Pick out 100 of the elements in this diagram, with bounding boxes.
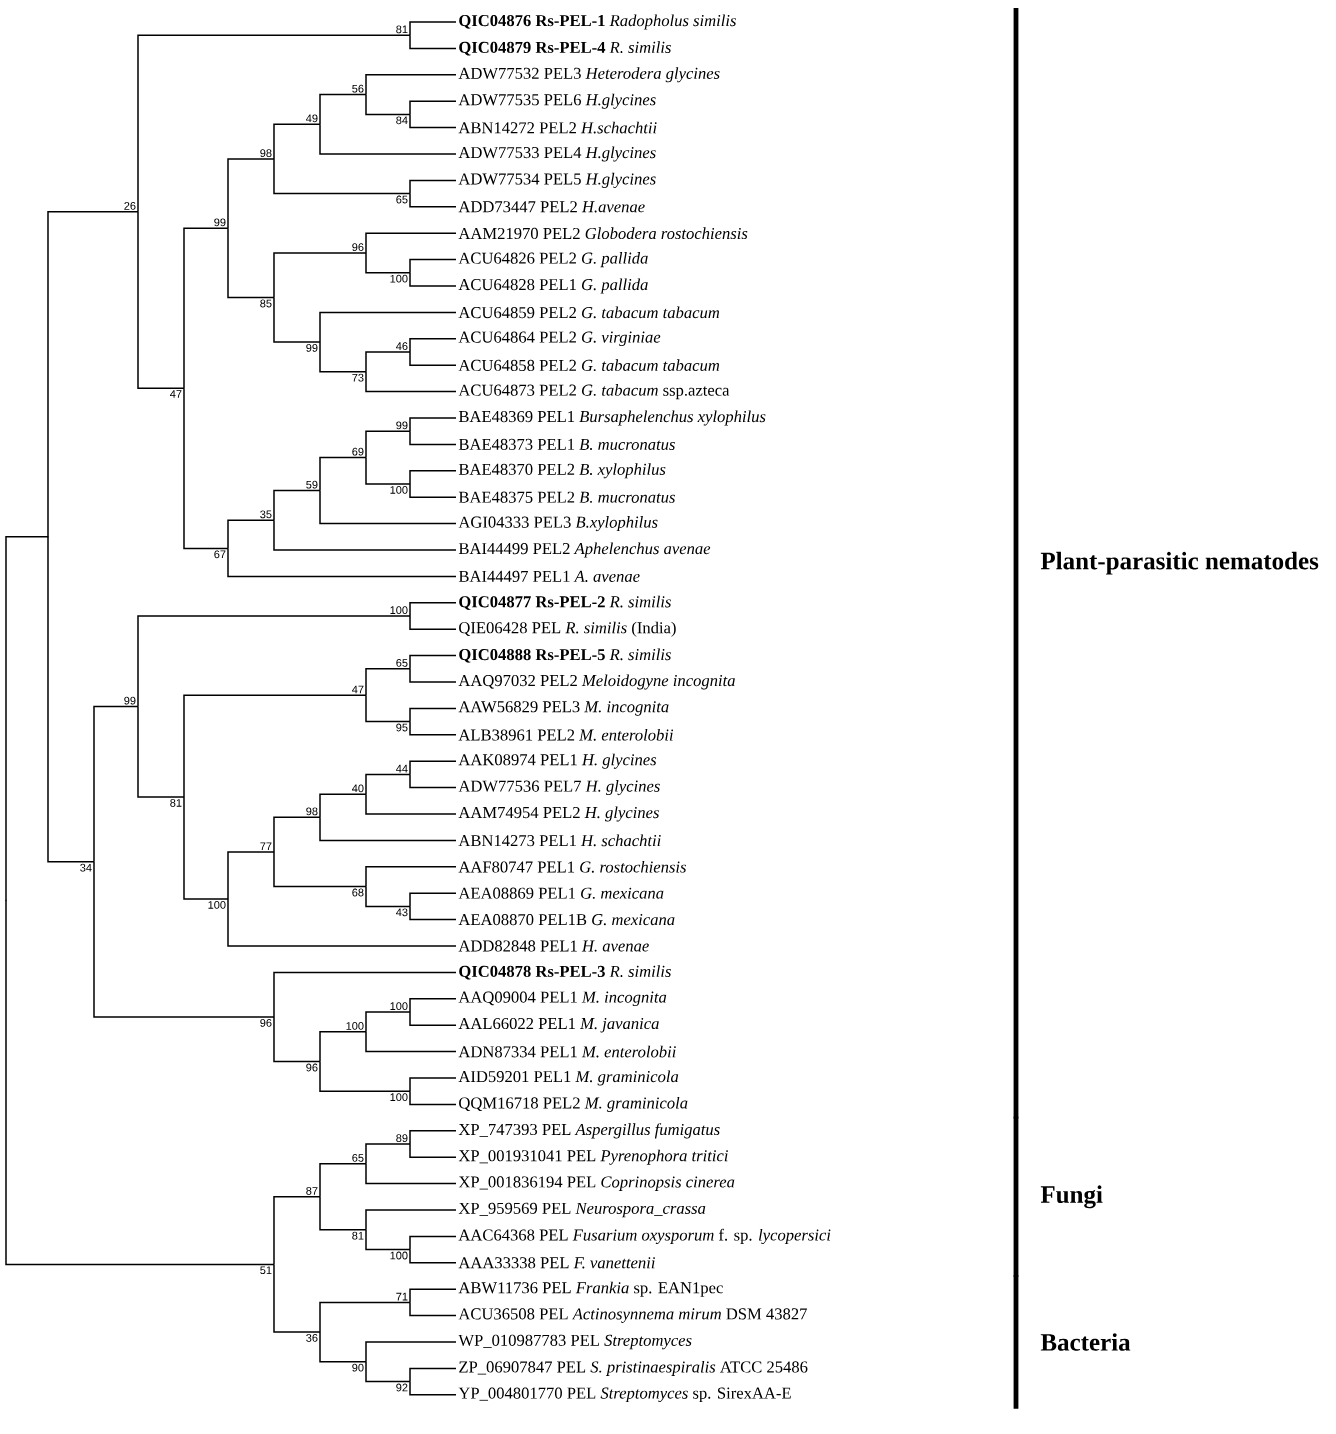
tree-branch [409, 892, 457, 908]
tree-branch [409, 21, 457, 36]
tree-branch [409, 417, 457, 432]
taxon-label: QIC04877 Rs-PEL-2 R. similis [459, 595, 671, 610]
taxon-label: WP_010987783 PEL Streptomyces [458, 1334, 692, 1350]
tree-branch [365, 694, 411, 723]
taxon-label: AEA08869 PEL1 G. mexicana [458, 887, 664, 899]
tree-branch [5, 899, 275, 1266]
tree-branch [319, 489, 457, 525]
taxon-label: ABN14273 PEL1 H. schachtii [458, 834, 661, 847]
taxon-label: ADW77533 PEL4 H.glycines [458, 146, 656, 162]
tree-branch [319, 1331, 367, 1363]
taxon-label: ZP_06907847 PEL S. pristinaespiralis ATCC 25486 [459, 1360, 808, 1376]
tree-branch [409, 1380, 457, 1396]
tree-branch [365, 1163, 457, 1185]
tree-branch [319, 1031, 367, 1063]
taxon-label: ACU64859 PEL2 G. tabacum tabacum [458, 306, 720, 319]
taxon-label: AAM74954 PEL2 H. glycines [458, 806, 659, 822]
tree-branch [273, 1016, 321, 1063]
tree-branch [409, 338, 457, 353]
tree-branch [365, 866, 457, 888]
tree-branch [409, 258, 457, 274]
taxon-label: ACU64864 PEL2 G. virginiae [458, 331, 661, 347]
tree-branch [409, 34, 457, 50]
tree-branch [227, 158, 275, 229]
taxon-label: BAE48373 PEL1 B. mucronatus [458, 438, 675, 451]
tree-branch [319, 793, 367, 818]
taxon-label: XP_001836194 PEL Coprinopsis cinerea [458, 1176, 735, 1191]
tree-branch [409, 1367, 457, 1383]
tree-branch [319, 1301, 411, 1333]
tree-branch [409, 1143, 457, 1158]
taxon-label: ADW77534 PEL5 H.glycines [458, 172, 656, 188]
tree-branch [409, 192, 457, 208]
tree-branch [409, 483, 457, 498]
taxon-label: AGI04333 PEL3 B.xylophilus [458, 516, 658, 532]
taxon-label: AAQ09004 PEL1 M. incognita [458, 991, 667, 1007]
tree-branch [365, 1031, 457, 1053]
tree-branch [5, 536, 49, 902]
tree-branch [409, 707, 457, 723]
tree-branch [409, 720, 457, 736]
taxon-label: AAW56829 PEL3 M. incognita [458, 701, 669, 716]
tree-branch [409, 100, 457, 116]
tree-branch [409, 654, 457, 670]
tree-branch [319, 311, 457, 343]
taxon-label: ADD73447 PEL2 H.avenae [458, 201, 645, 213]
tree-branch [409, 1090, 457, 1106]
tree-branch [409, 272, 457, 287]
taxon-label: ADW77535 PEL6 H.glycines [458, 93, 656, 109]
tree-branch [137, 615, 411, 708]
tree-branch [137, 705, 185, 798]
tree-branch [319, 1163, 367, 1198]
tree-branch [365, 1361, 411, 1383]
tree-branch [409, 668, 457, 683]
tree-branch [409, 1130, 457, 1145]
taxon-label: ADN87334 PEL1 M. enterolobii [458, 1045, 676, 1058]
tree-branch [409, 1288, 457, 1304]
taxon-label: ACU64858 PEL2 G. tabacum tabacum [458, 359, 720, 372]
taxon-label: AAL66022 PEL1 M. javanica [458, 1017, 659, 1033]
tree-branch [365, 668, 411, 696]
taxon-label: XP_959569 PEL Neurospora_crassa [458, 1202, 706, 1218]
tree-branch [409, 602, 457, 617]
tree-branch [365, 232, 457, 254]
tree-branch [409, 905, 457, 921]
tree-branch [365, 1209, 457, 1231]
tree-branch [365, 1229, 411, 1251]
tree-branch [365, 252, 411, 274]
taxon-label: QIC04888 Rs-PEL-5 R. similis [459, 648, 671, 663]
tree-branch [409, 470, 457, 485]
taxon-label: QIC04879 Rs-PEL-4 R. similis [459, 41, 671, 56]
tree-branch [409, 113, 457, 129]
tree-branch [319, 123, 457, 155]
tree-branch [93, 705, 139, 863]
tree-branch [409, 351, 457, 366]
tree-branch [409, 1011, 457, 1026]
taxon-label: BAE48375 PEL2 B. mucronatus [458, 491, 675, 503]
tree-branch [409, 1301, 457, 1317]
taxon-label: BAI44499 PEL2 Aphelenchus avenae [458, 542, 711, 558]
tree-branch [273, 816, 321, 853]
taxon-label: ADW77532 PEL3 Heterodera glycines [458, 67, 720, 83]
tree-branch [409, 615, 457, 630]
taxon-label: BAE48370 PEL2 B. xylophilus [458, 463, 666, 479]
taxon-label: AEA08870 PEL1B G. mexicana [458, 913, 675, 926]
tree-branch [273, 1263, 321, 1333]
taxon-label: XP_001931041 PEL Pyrenophora tritici [458, 1149, 728, 1165]
tree-branch [409, 773, 457, 789]
tree-branch [319, 93, 367, 125]
taxon-label: AID59201 PEL1 M. graminicola [458, 1070, 679, 1086]
tree-branch [273, 1196, 321, 1266]
taxon-label: ADW77536 PEL7 H. glycines [458, 780, 660, 796]
tree-branch [319, 456, 367, 492]
taxon-label: QIE06428 PEL R. similis (India) [459, 621, 676, 637]
tree-branch [273, 489, 321, 521]
tree-branch [319, 816, 457, 842]
tree-branch [183, 694, 367, 798]
tree-branch [365, 430, 411, 459]
clade-label: Bacteria [1040, 1333, 1131, 1351]
tree-branch [365, 885, 411, 908]
clade-label: Plant-parasitic nematodes [1040, 551, 1319, 575]
tree-branch [409, 998, 457, 1013]
tree-branch [227, 227, 275, 299]
